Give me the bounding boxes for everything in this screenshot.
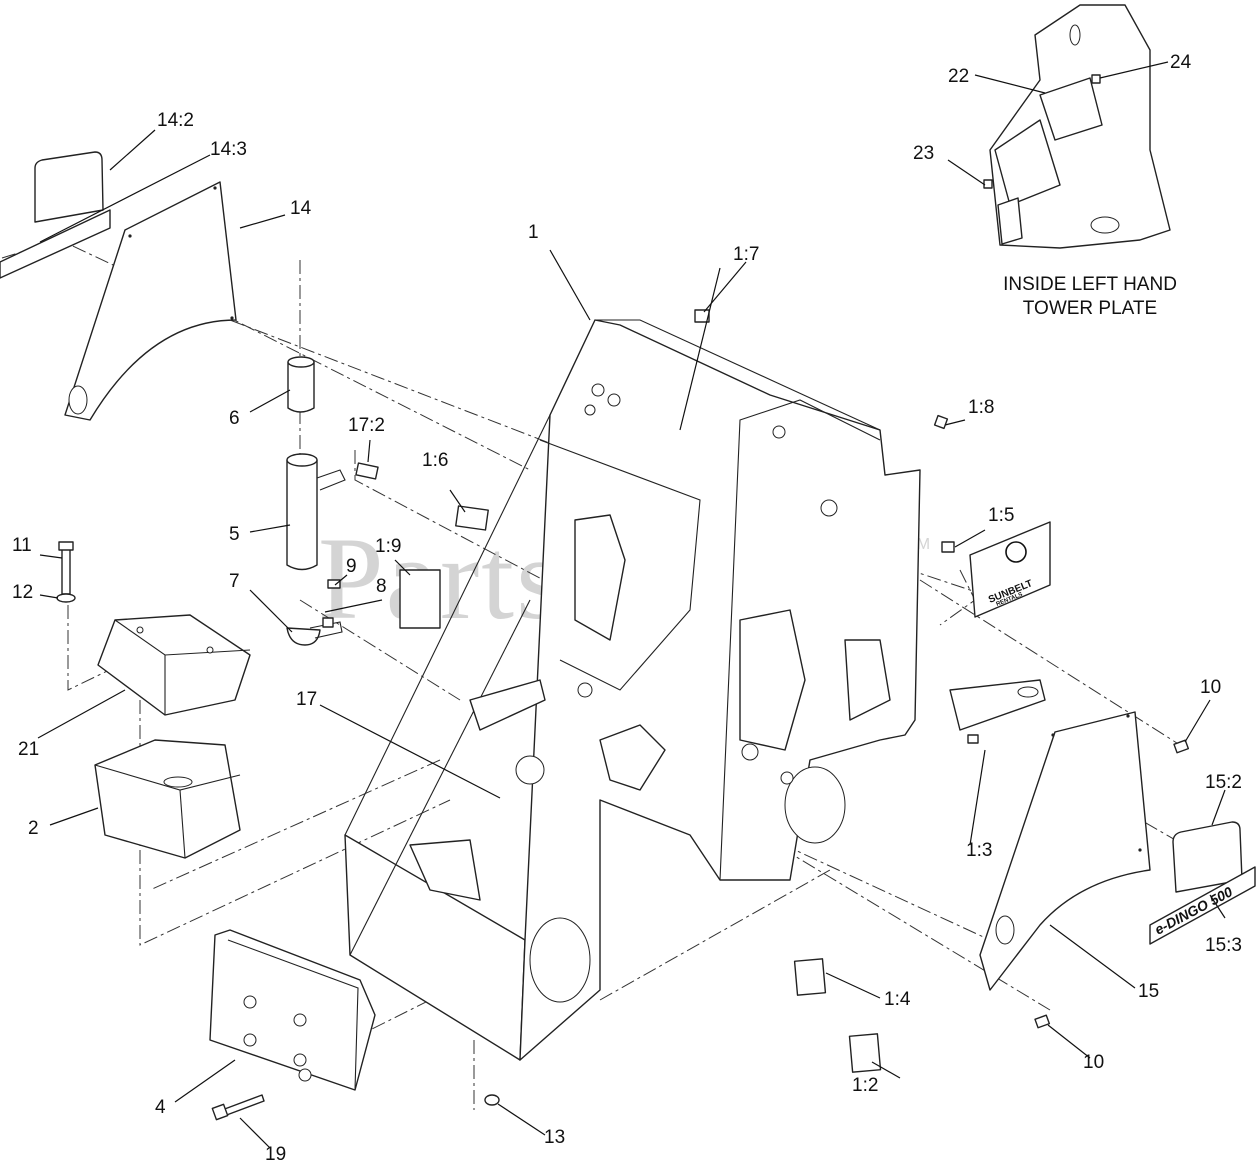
callout-4: 4 <box>155 1097 166 1118</box>
side-panel-14 <box>0 151 237 421</box>
callout-1-2: 1:2 <box>852 1075 878 1096</box>
callout-2: 2 <box>28 818 39 839</box>
callout-9: 9 <box>346 556 357 577</box>
callout-14: 14 <box>290 198 312 219</box>
pin-assembly <box>286 356 346 646</box>
bracket-21 <box>97 614 251 716</box>
callout-1-6: 1:6 <box>422 450 448 471</box>
callout-14-3: 14:3 <box>210 139 247 160</box>
callout-10-top: 10 <box>1200 677 1221 698</box>
callout-17: 17 <box>296 689 317 710</box>
callout-15-2: 15:2 <box>1205 772 1242 793</box>
callout-5: 5 <box>229 524 240 545</box>
bolt-11 <box>56 541 76 603</box>
callout-1-3: 1:3 <box>966 840 992 861</box>
callout-13: 13 <box>544 1127 565 1148</box>
main-frame-1 <box>344 319 1046 1061</box>
inset-caption-line1: INSIDE LEFT HAND <box>1003 274 1177 295</box>
callout-15: 15 <box>1138 981 1159 1002</box>
inset-caption-line2: TOWER PLATE <box>1023 298 1157 319</box>
callout-1: 1 <box>528 222 539 243</box>
callout-7: 7 <box>229 571 240 592</box>
dingo-decal-text: e-DINGO 500 <box>1152 883 1235 937</box>
callout-22: 22 <box>948 66 969 87</box>
callout-1-7: 1:7 <box>733 244 759 265</box>
inset-tower-plate <box>983 4 1171 249</box>
callout-17-2: 17:2 <box>348 415 385 436</box>
nut-13 <box>484 1094 500 1106</box>
callout-12: 12 <box>12 582 33 603</box>
callout-1-4: 1:4 <box>884 989 911 1010</box>
callout-19: 19 <box>265 1144 286 1165</box>
leader-lines <box>37 61 1226 1149</box>
callout-1-8: 1:8 <box>968 397 994 418</box>
weight-2 <box>94 739 241 859</box>
sunbelt-decal: SUNBELT RENTALS <box>969 521 1051 618</box>
callout-10-bottom: 10 <box>1083 1052 1104 1073</box>
callout-21: 21 <box>18 739 39 760</box>
screws-10 <box>1034 739 1190 1029</box>
callout-14-2: 14:2 <box>157 110 194 131</box>
frame-decals <box>355 309 979 1073</box>
callout-1-5: 1:5 <box>988 505 1014 526</box>
callout-8: 8 <box>376 576 387 597</box>
bolt-19 <box>211 1094 265 1121</box>
callout-11: 11 <box>12 535 32 556</box>
callout-6: 6 <box>229 408 240 429</box>
callout-24: 24 <box>1170 52 1192 73</box>
callout-15-3: 15:3 <box>1205 935 1242 956</box>
callout-1-9: 1:9 <box>375 536 401 557</box>
counterweight-4 <box>209 929 376 1091</box>
callout-23: 23 <box>913 143 934 164</box>
callout-labels: 1 1:2 1:3 1:4 1:5 1:6 1:7 1:8 1:9 2 4 5 … <box>12 52 1242 1165</box>
